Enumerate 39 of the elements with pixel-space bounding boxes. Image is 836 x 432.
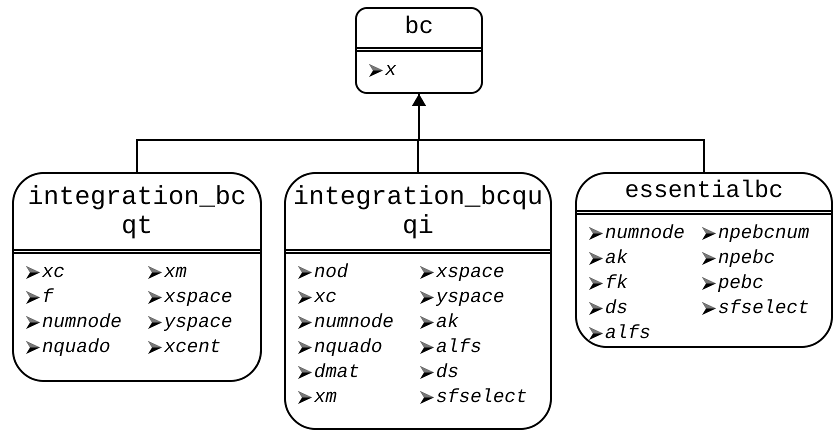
attribute-name: x xyxy=(385,61,396,80)
class-box xyxy=(355,7,483,94)
attribute-name: nquado xyxy=(42,338,110,357)
attribute-name: sfselect xyxy=(718,299,810,318)
attribute-name: sfselect xyxy=(436,388,528,407)
attribute-name: alfs xyxy=(436,338,482,357)
attribute-name: dmat xyxy=(314,363,360,382)
attribute-name: f xyxy=(42,288,54,307)
attribute-name: xm xyxy=(314,388,337,407)
class-name: bc xyxy=(404,14,434,42)
attribute-name: xspace xyxy=(164,288,232,307)
attribute-name: fk xyxy=(605,274,628,293)
attribute-name: alfs xyxy=(605,324,651,343)
attribute-name: ak xyxy=(436,313,459,332)
attribute-name: ds xyxy=(605,299,628,318)
class-box xyxy=(12,172,262,382)
attribute-name: numnode xyxy=(42,313,122,332)
attribute-name: xc xyxy=(42,263,65,282)
attribute-name: yspace xyxy=(436,288,504,307)
attribute-name: xc xyxy=(314,288,337,307)
class-name: essentialbc xyxy=(624,178,784,206)
attribute-name: ds xyxy=(436,363,459,382)
attribute-name: xspace xyxy=(436,263,504,282)
class-name: integration_bcqt xyxy=(26,182,248,240)
attribute-name: npebcnum xyxy=(718,224,810,243)
class-box xyxy=(575,172,833,348)
attribute-name: nod xyxy=(314,263,348,282)
attribute-name: pebc xyxy=(718,274,764,293)
class-name: integration_bcquqi xyxy=(292,182,544,240)
attribute-name: numnode xyxy=(605,224,685,243)
attribute-name: xm xyxy=(164,263,187,282)
attribute-name: xcent xyxy=(164,338,222,357)
attribute-name: npebc xyxy=(718,249,776,268)
attribute-name: numnode xyxy=(314,313,394,332)
attribute-name: nquado xyxy=(314,338,382,357)
inheritance-arrow xyxy=(412,94,705,172)
attribute-name: ak xyxy=(605,249,628,268)
class-box xyxy=(284,172,552,430)
attribute-name: yspace xyxy=(164,313,232,332)
